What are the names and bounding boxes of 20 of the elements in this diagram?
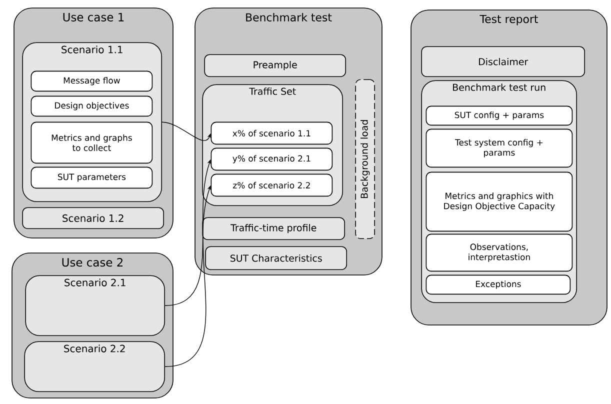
item-box: x% of scenario 1.1 bbox=[210, 122, 333, 145]
item-box: Test system config + params bbox=[426, 128, 573, 168]
item-box: Observations, interpretastion bbox=[426, 234, 573, 272]
item-box: Exceptions bbox=[426, 274, 571, 295]
section-box: SUT Characteristics bbox=[205, 246, 347, 270]
item-box: Metrics and graphics with Design Objective Capacity bbox=[426, 172, 573, 232]
item-box: Metrics and graphs to collect bbox=[30, 122, 153, 164]
item-box: Design objectives bbox=[30, 96, 153, 117]
item-box: SUT parameters bbox=[30, 166, 153, 189]
section-box: Scenario 1.2 bbox=[22, 207, 164, 229]
item-box: SUT config + params bbox=[426, 106, 573, 126]
section-box: Scenario 2.1 bbox=[25, 275, 165, 336]
section-box: Preample bbox=[204, 54, 346, 77]
section-box: Disclaimer bbox=[421, 46, 585, 77]
section-box: Scenario 2.2 bbox=[24, 341, 165, 392]
section-box: Traffic-time profile bbox=[202, 217, 345, 240]
item-box: y% of scenario 2.1 bbox=[210, 148, 333, 171]
dashed-box: Background load bbox=[355, 79, 375, 239]
item-box: z% of scenario 2.2 bbox=[210, 174, 333, 197]
item-box: Message flow bbox=[30, 70, 153, 92]
